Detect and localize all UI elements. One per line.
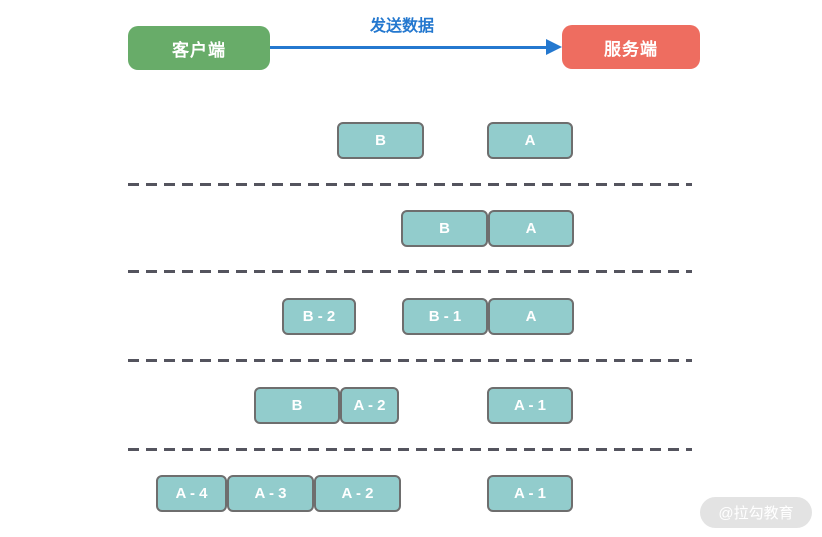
watermark-label: @拉勾教育	[718, 505, 794, 522]
packet-box: A - 1	[487, 387, 573, 424]
dashed-divider	[128, 359, 692, 362]
packet-box: B - 2	[282, 298, 356, 335]
packet-box: B	[337, 122, 424, 159]
packet-box: B	[401, 210, 488, 247]
arrow-label: 发送数据	[369, 18, 434, 35]
dashed-divider	[128, 270, 692, 273]
packet-box: A - 3	[227, 475, 314, 512]
client-box: 客户端	[128, 26, 270, 70]
watermark-badge: @拉勾教育	[700, 497, 812, 528]
dashed-divider	[128, 183, 692, 186]
packet-box: A	[488, 298, 574, 335]
send-arrow-head-icon	[546, 39, 562, 55]
dashed-divider	[128, 448, 692, 451]
packet-box: A - 2	[314, 475, 401, 512]
server-label: 服务端	[604, 39, 658, 59]
client-label: 客户端	[172, 40, 226, 60]
packet-box: A - 4	[156, 475, 227, 512]
server-box: 服务端	[562, 25, 700, 69]
packet-box: A	[488, 210, 574, 247]
send-arrow-line	[270, 46, 548, 49]
packet-box: B - 1	[402, 298, 488, 335]
packet-box: A - 2	[340, 387, 399, 424]
packet-box: A	[487, 122, 573, 159]
packet-box: B	[254, 387, 340, 424]
packet-box: A - 1	[487, 475, 573, 512]
